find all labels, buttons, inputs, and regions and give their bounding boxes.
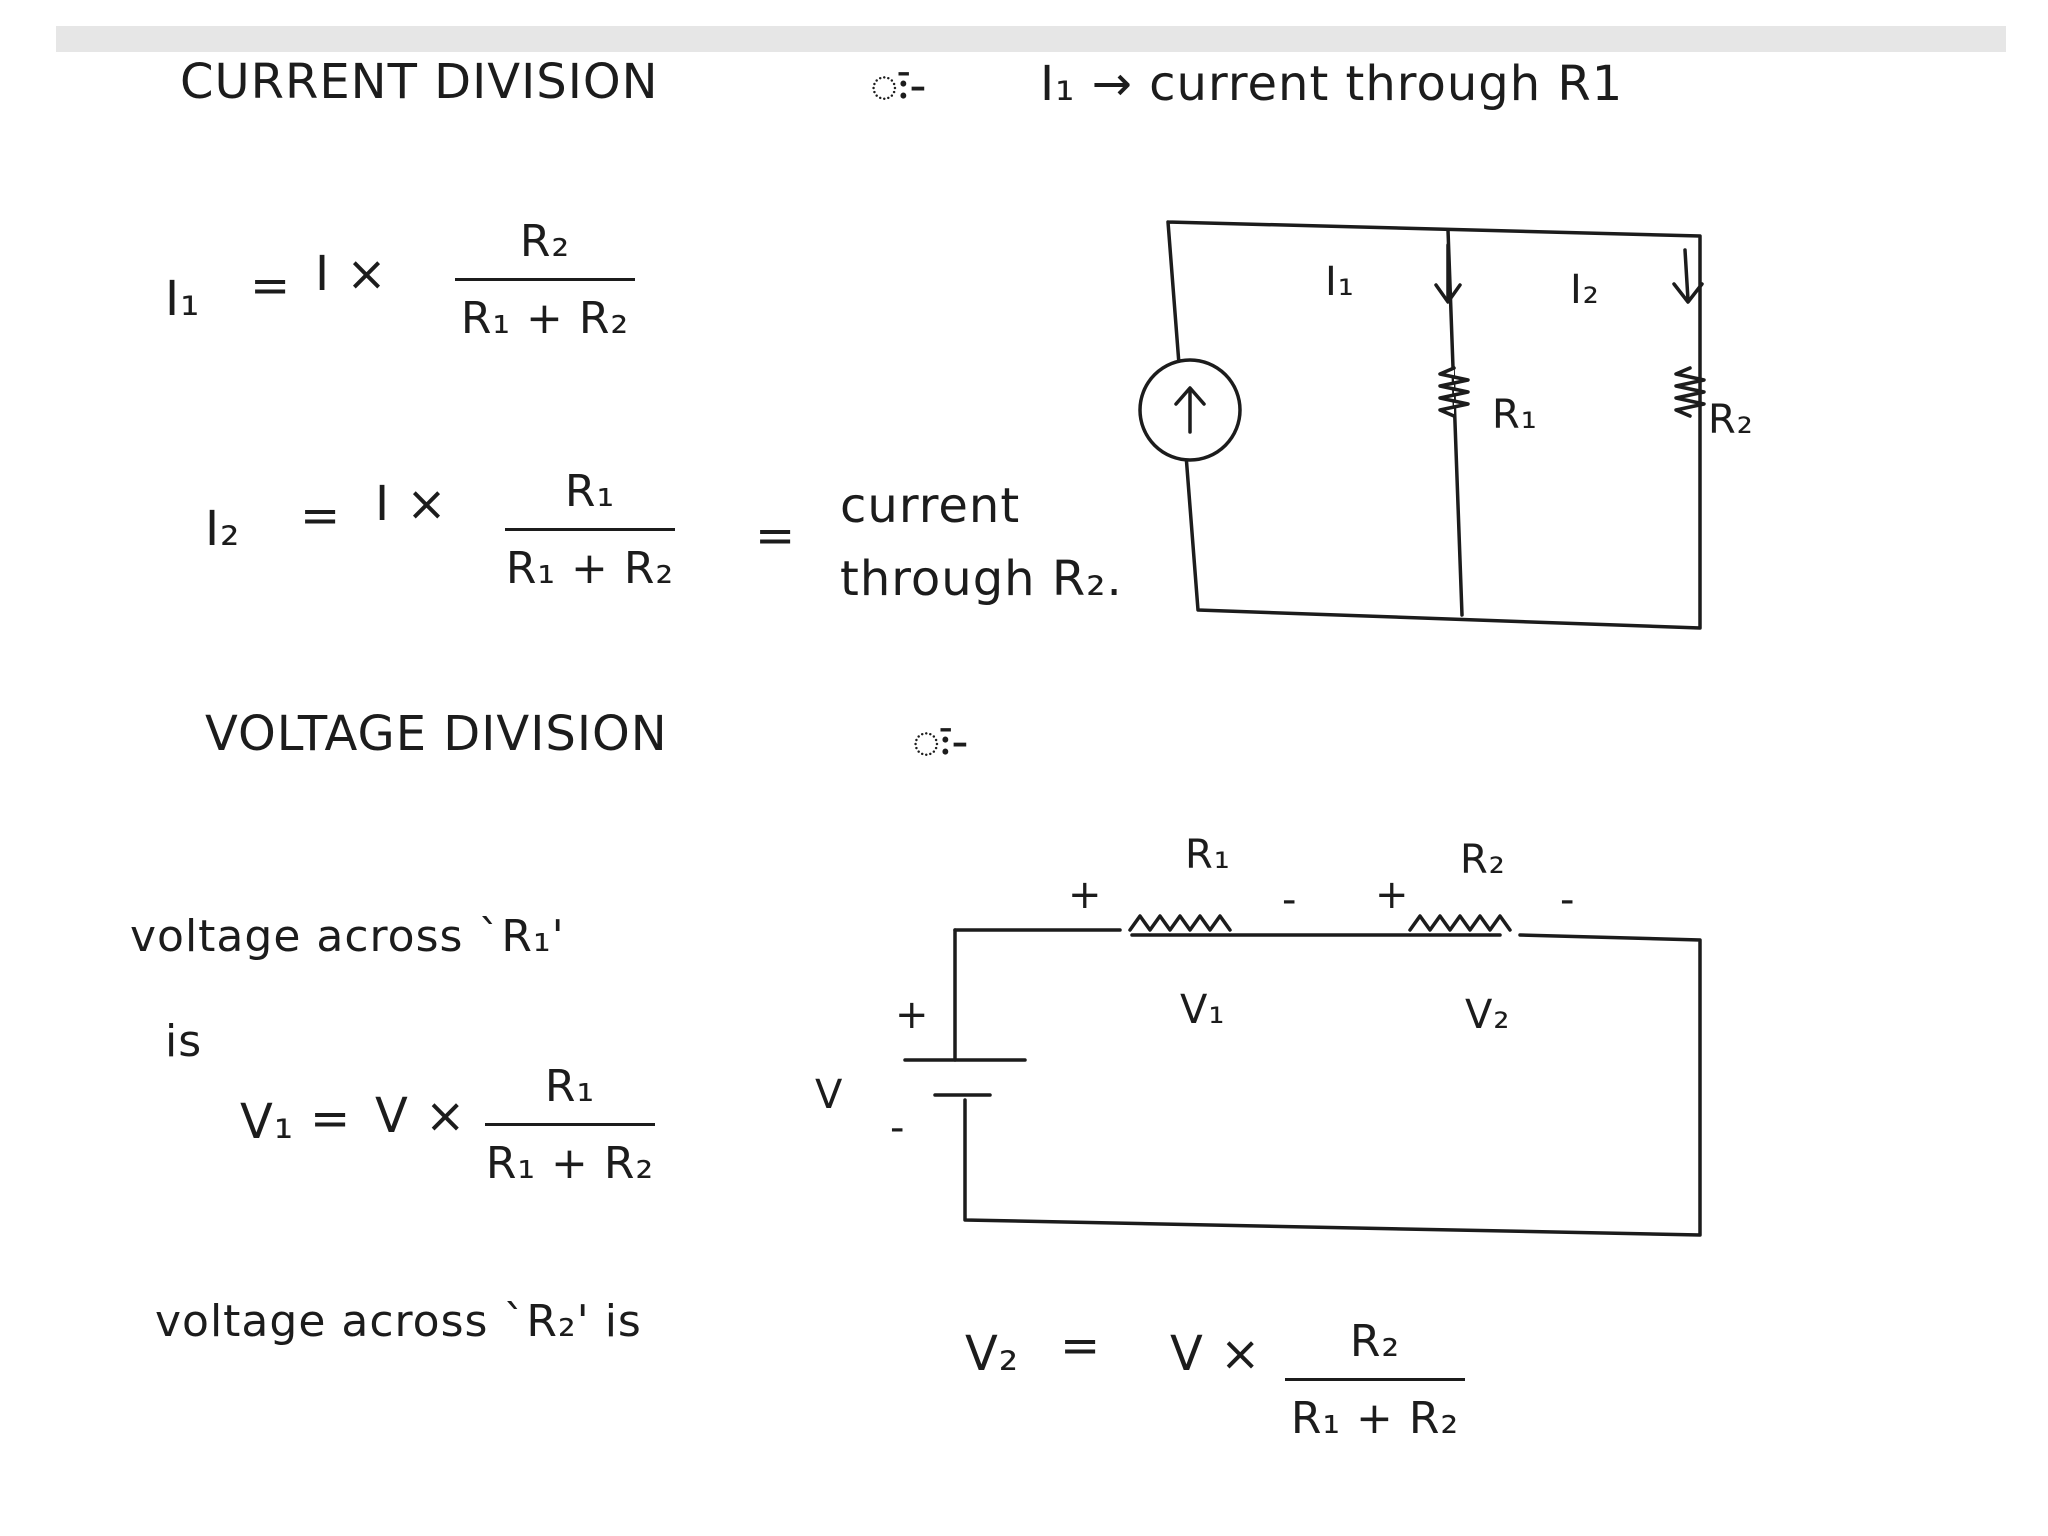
- current-division-colon: ः-: [870, 58, 928, 114]
- eq2-note-line2: through R₂.: [840, 551, 1123, 607]
- eq2-fraction-bar: [505, 528, 675, 531]
- v-circuit-r1-minus: -: [1282, 877, 1298, 923]
- v-eq2-lhs: V₂: [965, 1326, 1020, 1382]
- eq2-numerator: R₁: [564, 466, 616, 517]
- voltage-text-line1: voltage across `R₁': [130, 911, 565, 962]
- outer-loop-wire: [1166, 220, 1702, 630]
- v-eq1-lhs: V₁: [240, 1094, 295, 1150]
- eq2-fraction: R₁ R₁ + R₂: [505, 470, 675, 591]
- v-eq1-equals: =: [310, 1091, 352, 1147]
- v-circuit-r2: R₂: [1460, 837, 1506, 883]
- voltage-division-heading: VOLTAGE DIVISION: [205, 706, 668, 762]
- circuit-label-i2: I₂: [1570, 267, 1600, 313]
- source-arrow-head: [1174, 386, 1206, 406]
- v-r2-resistor-icon: [1408, 914, 1512, 932]
- eq1-fraction: R₂ R₁ + R₂: [455, 220, 635, 341]
- eq1-fraction-bar: [455, 278, 635, 281]
- circuit-label-r1: R₁: [1492, 392, 1538, 438]
- v-circuit-battery-minus: -: [890, 1105, 906, 1151]
- v-circuit-battery-plus: +: [895, 992, 930, 1038]
- v-eq2-denominator: R₁ + R₂: [1290, 1393, 1460, 1444]
- eq2-lhs: I₂: [205, 501, 241, 557]
- circuit-label-r2: R₂: [1708, 397, 1754, 443]
- eq1-denominator: R₁ + R₂: [460, 293, 630, 344]
- v-eq1-rhs: V ×: [375, 1088, 467, 1144]
- eq1-numerator: R₂: [519, 216, 571, 267]
- r1-resistor-icon: [1438, 366, 1470, 418]
- eq2-equals: =: [300, 488, 342, 544]
- v-eq2-equals: =: [1060, 1318, 1102, 1374]
- right-bottom-wire: [963, 933, 1702, 1237]
- v-eq1-fraction: R₁ R₁ + R₂: [485, 1065, 655, 1186]
- r2-resistor-icon: [1674, 366, 1706, 418]
- v-eq2-fraction-bar: [1285, 1378, 1465, 1381]
- r1-branch-wire: [1446, 228, 1464, 617]
- top-bar: [56, 26, 2006, 52]
- voltage-division-colon: ः-: [912, 714, 970, 770]
- v-circuit-v1: V₁: [1180, 987, 1226, 1033]
- v-circuit-source-label: V: [815, 1072, 844, 1118]
- i2-arrow-head: [1672, 282, 1704, 304]
- v-circuit-v2: V₂: [1465, 992, 1511, 1038]
- voltage-text-line3: voltage across `R₂' is: [155, 1296, 642, 1347]
- v-circuit-r1: R₁: [1185, 832, 1231, 878]
- voltage-text-line2: is: [165, 1016, 203, 1067]
- v-circuit-r2-plus: +: [1375, 872, 1410, 918]
- current-definition: I₁ → current through R1: [1040, 56, 1624, 112]
- v-circuit-r1-plus: +: [1068, 872, 1103, 918]
- eq2-rhs: I ×: [375, 476, 448, 532]
- v-eq1-denominator: R₁ + R₂: [485, 1138, 655, 1189]
- v-eq2-rhs: V ×: [1170, 1326, 1262, 1382]
- circuit-label-i1: I₁: [1325, 259, 1355, 305]
- v-eq2-numerator: R₂: [1349, 1316, 1401, 1367]
- i1-arrow-head: [1434, 283, 1462, 304]
- i2-arrow-shaft: [1683, 248, 1690, 302]
- eq2-note-equals: =: [755, 508, 797, 564]
- v-r1-resistor-icon: [1128, 914, 1232, 932]
- eq2-note-line1: current: [840, 478, 1021, 534]
- eq1-lhs: I₁: [165, 271, 201, 327]
- eq2-denominator: R₁ + R₂: [505, 543, 675, 594]
- current-division-heading: CURRENT DIVISION: [180, 54, 659, 110]
- v-eq1-fraction-bar: [485, 1123, 655, 1126]
- v-circuit-r2-minus: -: [1560, 877, 1576, 923]
- eq1-rhs: I ×: [315, 246, 388, 302]
- v-eq2-fraction: R₂ R₁ + R₂: [1285, 1320, 1465, 1441]
- v-eq1-numerator: R₁: [544, 1061, 596, 1112]
- eq1-equals: =: [250, 258, 292, 314]
